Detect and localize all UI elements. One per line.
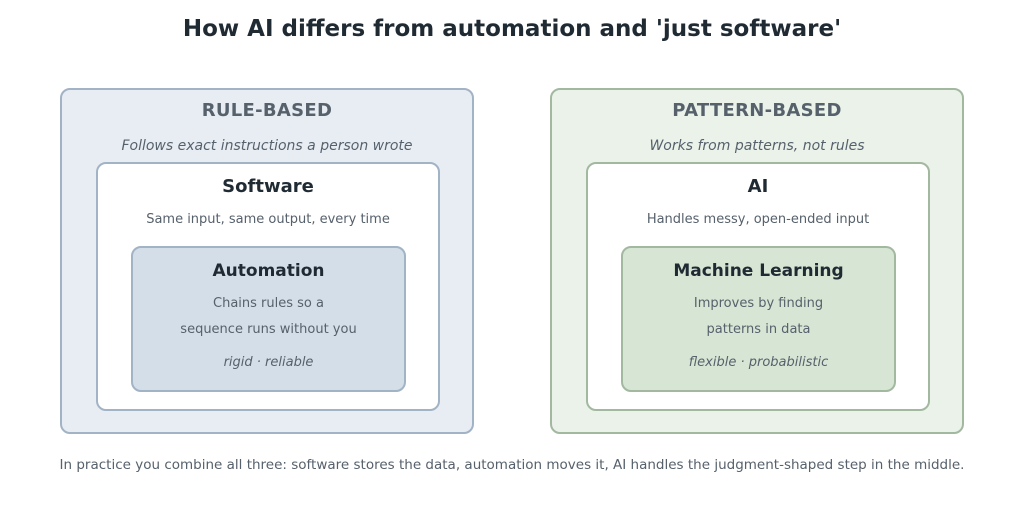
- diagram-title: How AI differs from automation and 'just…: [182, 16, 842, 42]
- ai-subtitle: Handles messy, open-ended input: [646, 212, 870, 227]
- machine-learning-desc-line-1: Improves by finding: [693, 296, 824, 311]
- software-box: Software Same input, same output, every …: [96, 162, 440, 411]
- automation-desc-line-1: Chains rules so a: [213, 296, 324, 311]
- footer-note: In practice you combine all three: softw…: [59, 457, 965, 473]
- rule-based-heading: RULE-BASED: [201, 100, 333, 121]
- automation-tag: rigid · reliable: [223, 355, 314, 370]
- rule-based-subtitle: Follows exact instructions a person wrot…: [121, 138, 413, 154]
- ai-title: AI: [747, 176, 769, 197]
- pattern-based-panel: PATTERN-BASED Works from patterns, not r…: [550, 88, 964, 434]
- machine-learning-desc-line-2: patterns in data: [706, 322, 811, 337]
- software-subtitle: Same input, same output, every time: [146, 212, 390, 227]
- machine-learning-box: Machine Learning Improves by finding pat…: [621, 246, 896, 392]
- pattern-based-heading: PATTERN-BASED: [672, 100, 842, 121]
- machine-learning-tag: flexible · probabilistic: [688, 355, 829, 370]
- machine-learning-title: Machine Learning: [673, 261, 844, 281]
- automation-title: Automation: [212, 261, 325, 281]
- ai-box: AI Handles messy, open-ended input Machi…: [586, 162, 930, 411]
- automation-box: Automation Chains rules so a sequence ru…: [131, 246, 406, 392]
- software-title: Software: [222, 176, 314, 197]
- rule-based-panel: RULE-BASED Follows exact instructions a …: [60, 88, 474, 434]
- automation-desc-line-2: sequence runs without you: [180, 322, 357, 337]
- pattern-based-subtitle: Works from patterns, not rules: [649, 138, 865, 154]
